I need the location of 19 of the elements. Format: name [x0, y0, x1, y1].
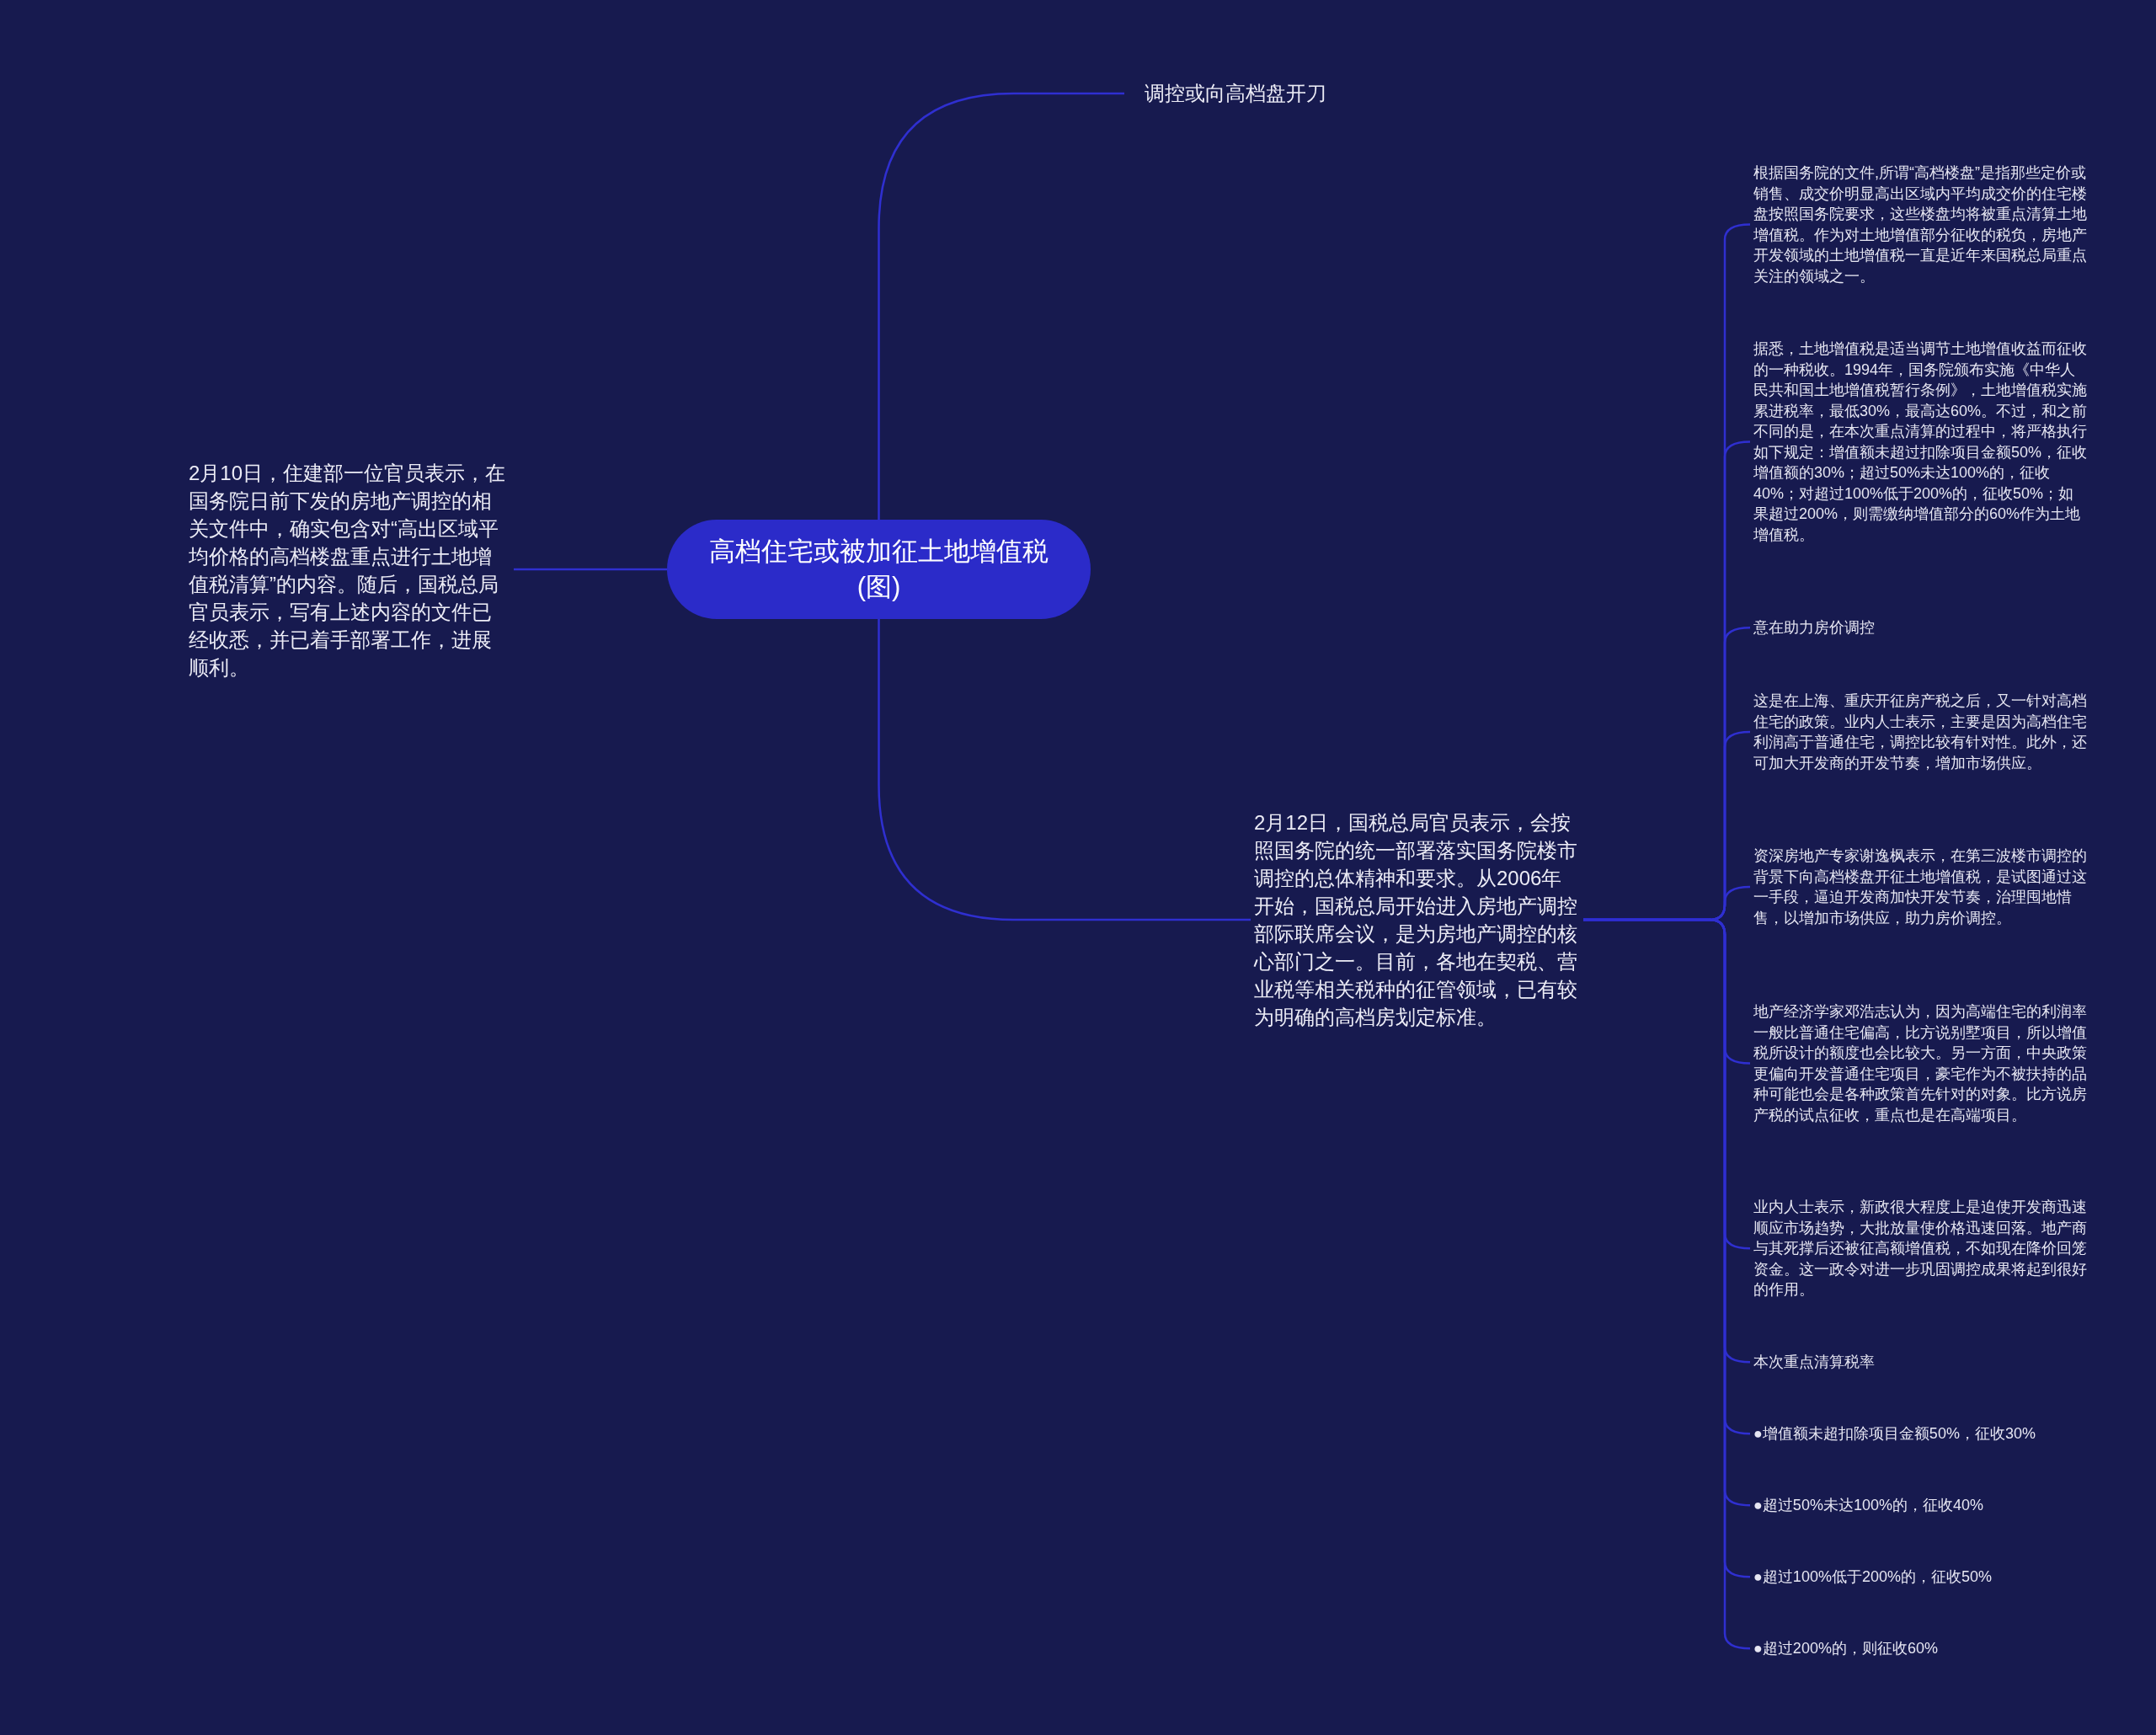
text-note: ●超过100%低于200%的，征收50%: [1750, 1567, 2091, 1588]
text-note: 2月10日，住建部一位官员表示，在国务院日前下发的房地产调控的相关文件中，确实包含对“高出区域平均价格的高档楼盘重点进行土地增值税清算”的内容。随后，国税总局官员表示，写有上述内容的文件已经收悉，并已着手部署工作，进展顺利。: [185, 459, 514, 681]
text-note: ●超过50%未达100%的，征收40%: [1750, 1495, 2091, 1516]
connector-line: [878, 619, 1251, 921]
text-note: 地产经济学家邓浩志认为，因为高端住宅的利润率一般比普通住宅偏高，比方说别墅项目，所以增值税所设计的额度也会比较大。另一方面，中央政策更偏向开发普通住宅项目，豪宅作为不被扶持的品种可能也会是各种政策首先针对的对象。比方说房产税的试点征收，重点也是在高端项目。: [1750, 1001, 2091, 1125]
text-note: 资深房地产专家谢逸枫表示，在第三波楼市调控的背景下向高档楼盘开征土地增值税，是试图通过这一手段，逼迫开发商加快开发节奏，治理囤地惜售，以增加市场供应，助力房价调控。: [1750, 846, 2091, 928]
text-note: 业内人士表示，新政很大程度上是迫使开发商迅速顺应市场趋势，大批放量使价格迅速回落。地产商与其死撑后还被征高额增值税，不如现在降价回笼资金。这一政令对进一步巩固调控成果将起到很好的作用。: [1750, 1197, 2091, 1300]
text-note: ●增值额未超扣除项目金额50%，征收30%: [1750, 1423, 2091, 1444]
text-note: 据悉，土地增值税是适当调节土地增值收益而征收的一种税收。1994年，国务院颁布实施《中华人民共和国土地增值税暂行条例》，土地增值税实施累进税率，最低30%，最高达60%。不过，和之前不同的是，在本次重点清算的过程中，将严格执行如下规定：增值额未超过扣除项目金额50%，征收增值额的30%；超过50%未达100%的，征收40%；对超过100%低于200%的，征收50%；如果超过200%，则需缴纳增值部分的60%作为土地增值税。: [1750, 339, 2091, 545]
connector-line: [878, 92, 1124, 520]
text-note: 2月12日，国税总局官员表示，会按照国务院的统一部署落实国务院楼市调控的总体精神和要求。从2006年开始，国税总局开始进入房地产调控部际联席会议，是为房地产调控的核心部门之一。目前，各地在契税、营业税等相关税种的征管领域，已有较为明确的高档房划定标准。: [1251, 809, 1583, 1031]
text-note: 根据国务院的文件,所谓“高档楼盘”是指那些定价或销售、成交价明显高出区域内平均成交价的住宅楼盘按照国务院要求，这些楼盘均将被重点清算土地增值税。作为对土地增值部分征收的税负，房地产开发领域的土地增值税一直是近年来国税总局重点关注的领域之一。: [1750, 163, 2091, 286]
text-note: 本次重点清算税率: [1750, 1352, 2091, 1373]
central-topic: 高档住宅或被加征土地增值税(图): [667, 520, 1091, 619]
text-note: ●超过200%的，则征收60%: [1750, 1638, 2091, 1659]
text-note: 这是在上海、重庆开征房产税之后，又一针对高档住宅的政策。业内人士表示，主要是因为高档住宅利润高于普通住宅，调控比较有针对性。此外，还可加大开发商的开发节奏，增加市场供应。: [1750, 691, 2091, 773]
branch-topic: 调控或向高档盘开刀: [1124, 80, 1377, 107]
text-note: 意在助力房价调控: [1750, 617, 2091, 638]
connector-line: [514, 568, 667, 571]
